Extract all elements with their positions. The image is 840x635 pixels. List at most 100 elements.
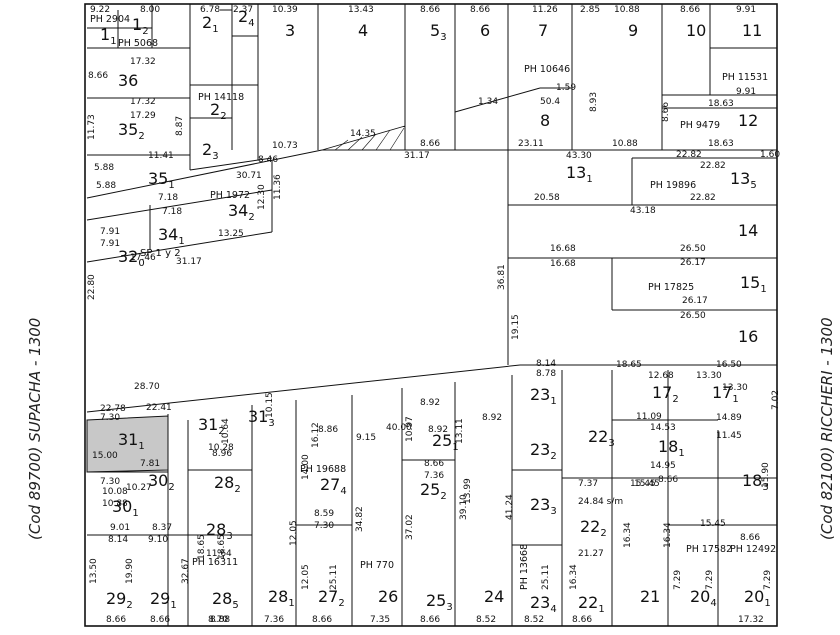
dimension-label: 14.00 [301, 454, 311, 480]
dimension-label: 36.81 [497, 264, 507, 290]
lot-subnumber: 2 [600, 528, 606, 539]
lot-subnumber: 3 [446, 602, 452, 613]
dimension-label: 13.30 [722, 383, 748, 393]
dimension-label: 8.66 [420, 139, 440, 149]
lot-number: 292 [106, 589, 133, 611]
dimension-label: 5.88 [96, 181, 116, 191]
lot-number: 234 [530, 593, 557, 615]
dimension-label: 50.4 [540, 97, 560, 107]
dimension-label: 16.34 [623, 522, 633, 548]
lot-subnumber: 2 [672, 394, 678, 405]
lot-subnumber: 1 [586, 174, 592, 185]
lot-number: 201 [744, 587, 771, 609]
dimension-label: 31.17 [404, 151, 430, 161]
lot-number: 285 [212, 589, 239, 611]
ph-label: PH 17582 [686, 544, 732, 555]
dimension-label: 7.36 [264, 615, 284, 625]
dimension-label: 26.17 [682, 296, 708, 306]
dimension-label: 12.05 [301, 564, 311, 590]
dimension-label: 7.36 [424, 471, 444, 481]
lot-subnumber: 1 [678, 448, 684, 459]
dimension-label: 22.82 [690, 193, 716, 203]
dimension-label: 39.10 [459, 494, 469, 520]
ph-label: PH 17825 [648, 282, 694, 293]
dimension-label: 16.50 [716, 360, 742, 370]
dimension-label: 8.66 [572, 615, 592, 625]
dimension-label: 8.66 [661, 102, 671, 122]
lot-number: 22 [210, 100, 227, 122]
dimension-label: 26.50 [680, 311, 706, 321]
dimension-label: 16.68 [550, 259, 576, 269]
lot-subnumber: 4 [248, 18, 254, 29]
lot-number: 23 [202, 140, 219, 162]
lot-number: 313 [248, 407, 275, 429]
dimension-label: 11.36 [273, 174, 283, 200]
lot-subnumber: 3 [212, 151, 218, 162]
dimension-label: 41.24 [505, 494, 515, 520]
street-label-left: (Cod 89700) SUPACHA - 1300 [26, 318, 44, 540]
ph-label: PH 1972 [210, 190, 250, 201]
dimension-label: 30.71 [236, 171, 262, 181]
dimension-label: 8.66 [424, 459, 444, 469]
dimension-label: 43.30 [566, 151, 592, 161]
dimension-label: 15.45 [700, 519, 726, 529]
ph-label: PH 14118 [198, 92, 244, 103]
dimension-label: 22.41 [146, 403, 172, 413]
lot-number: 233 [530, 495, 557, 517]
lot-number: 252 [420, 480, 447, 502]
ph-label: PH 12492 [730, 544, 776, 555]
dimension-label: 1.34 [478, 97, 498, 107]
dimension-label: 16.68 [550, 244, 576, 254]
dimension-label: 18.63 [708, 139, 734, 149]
lot-number: 222 [580, 517, 607, 539]
dimension-label: 7.91 [100, 239, 120, 249]
dimension-label: 37.02 [405, 514, 415, 540]
dimension-label: 8.96 [212, 449, 232, 459]
dimension-label: 9.01 [110, 523, 130, 533]
dimension-label: 13.11 [455, 418, 465, 444]
lot-subnumber: 3 [268, 418, 274, 429]
lot-subnumber: 1 [760, 284, 766, 295]
dimension-label: 19.90 [125, 558, 135, 584]
dimension-label: 10.39 [272, 5, 298, 15]
lot-subnumber: 2 [220, 111, 226, 122]
dimension-label: 31.17 [176, 257, 202, 267]
dimension-label: 14.35 [350, 129, 376, 139]
dimension-label: 8.66 [420, 615, 440, 625]
lot-number: 251 [432, 431, 459, 453]
dimension-label: 13.50 [89, 558, 99, 584]
dimension-label: 26.17 [680, 258, 706, 268]
dimension-label: 8.88 [210, 615, 230, 625]
lot-number: 204 [690, 587, 717, 609]
dimension-label: 17.32 [130, 57, 156, 67]
lot-number: 312 [198, 415, 225, 437]
dimension-label: 25.11 [541, 564, 551, 590]
lot-number: 21 [640, 587, 660, 606]
ph-label: PH 13668 [519, 544, 530, 590]
dimension-label: 9.15 [356, 433, 376, 443]
dimension-label: 8.66 [106, 615, 126, 625]
lot-number: 274 [320, 475, 347, 497]
dimension-label: 18.65 [197, 534, 207, 560]
lot-number: 223 [588, 427, 615, 449]
dimension-label: 7.35 [370, 615, 390, 625]
dimension-label: 15.90 [761, 462, 771, 488]
lot-number: 26 [378, 587, 398, 606]
dimension-label: 7.29 [673, 570, 683, 590]
dimension-label: 16.34 [663, 522, 673, 548]
lot-number: 171 [712, 383, 739, 405]
dimension-label: 17.29 [130, 111, 156, 121]
dimension-label: 7.30 [314, 521, 334, 531]
lot-subnumber: 3 [550, 506, 556, 517]
block-boundary [84, 3, 778, 627]
lot-subnumber: 1 [138, 441, 144, 452]
lot-number: 131 [566, 163, 593, 185]
lot-subnumber: 1 [170, 600, 176, 611]
dimension-label: 2.85 [580, 5, 600, 15]
lot-number: 12 [132, 15, 149, 37]
lot-number: 283 [206, 520, 233, 542]
lot-number: 16 [738, 327, 758, 346]
dimension-label: 8.87 [175, 116, 185, 136]
